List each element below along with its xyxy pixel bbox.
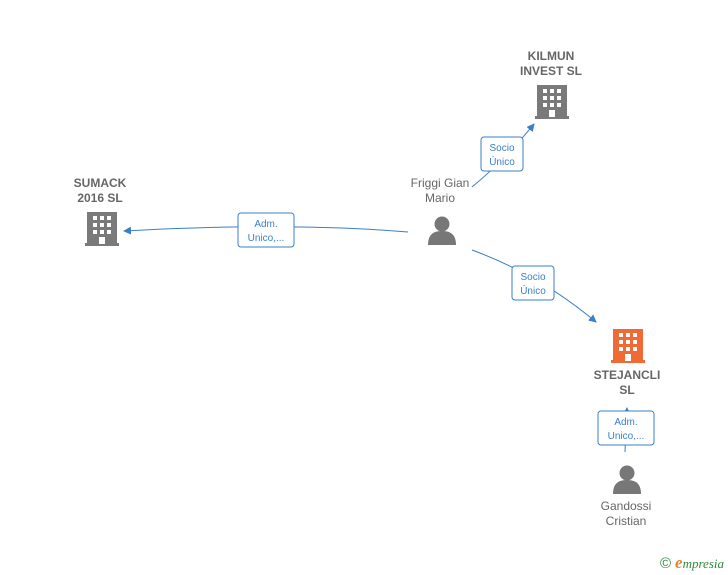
person-icon	[428, 216, 456, 245]
node-label-line: SUMACK	[74, 176, 127, 190]
node-label-line: Cristian	[606, 514, 647, 528]
edge-friggi-stejancli[interactable]: Socio Único	[471, 249, 597, 323]
node-label-line: Friggi Gian	[411, 176, 470, 190]
node-label-line: 2016 SL	[77, 191, 122, 205]
edge-label-line: Socio	[520, 272, 545, 283]
edge-friggi-sumack[interactable]: Adm. Unico,...	[123, 212, 409, 248]
node-label-line: SL	[619, 383, 634, 397]
person-icon	[613, 465, 641, 494]
edge-label-line: Socio	[489, 143, 514, 154]
node-label-line: INVEST SL	[520, 64, 582, 78]
edge-label-line: Adm.	[614, 417, 637, 428]
node-kilmun-invest[interactable]: KILMUN INVEST SL	[520, 49, 582, 119]
building-icon	[535, 85, 569, 119]
edge-gandossi-stejancli[interactable]: Adm. Unico,...	[597, 407, 655, 453]
building-icon	[611, 329, 645, 363]
building-icon	[85, 212, 119, 246]
brand-logo[interactable]: empresia	[675, 553, 724, 573]
edge-label-line: Único	[520, 284, 546, 297]
node-label-line: Gandossi	[601, 499, 652, 513]
edge-label-line: Unico,...	[608, 431, 645, 442]
node-label-line: KILMUN	[528, 49, 575, 63]
edge-friggi-kilmun[interactable]: Socio Único	[471, 123, 535, 188]
brand-logo-e: e	[675, 553, 683, 572]
edge-label-line: Único	[489, 155, 515, 168]
node-sumack-2016[interactable]: SUMACK 2016 SL	[74, 176, 127, 246]
node-label-line: STEJANCLI	[594, 368, 661, 382]
node-friggi-gian-mario[interactable]: Friggi Gian Mario	[411, 176, 470, 245]
brand-logo-text: mpresia	[682, 556, 724, 571]
node-stejancli[interactable]: STEJANCLI SL	[594, 329, 661, 397]
edge-label-line: Adm.	[254, 219, 277, 230]
node-gandossi-cristian[interactable]: Gandossi Cristian	[601, 465, 652, 529]
copyright-icon: ©	[659, 554, 672, 572]
brand-footer: © empresia	[660, 553, 724, 573]
node-label-line: Mario	[425, 191, 455, 205]
edge-label-line: Unico,...	[248, 233, 285, 244]
